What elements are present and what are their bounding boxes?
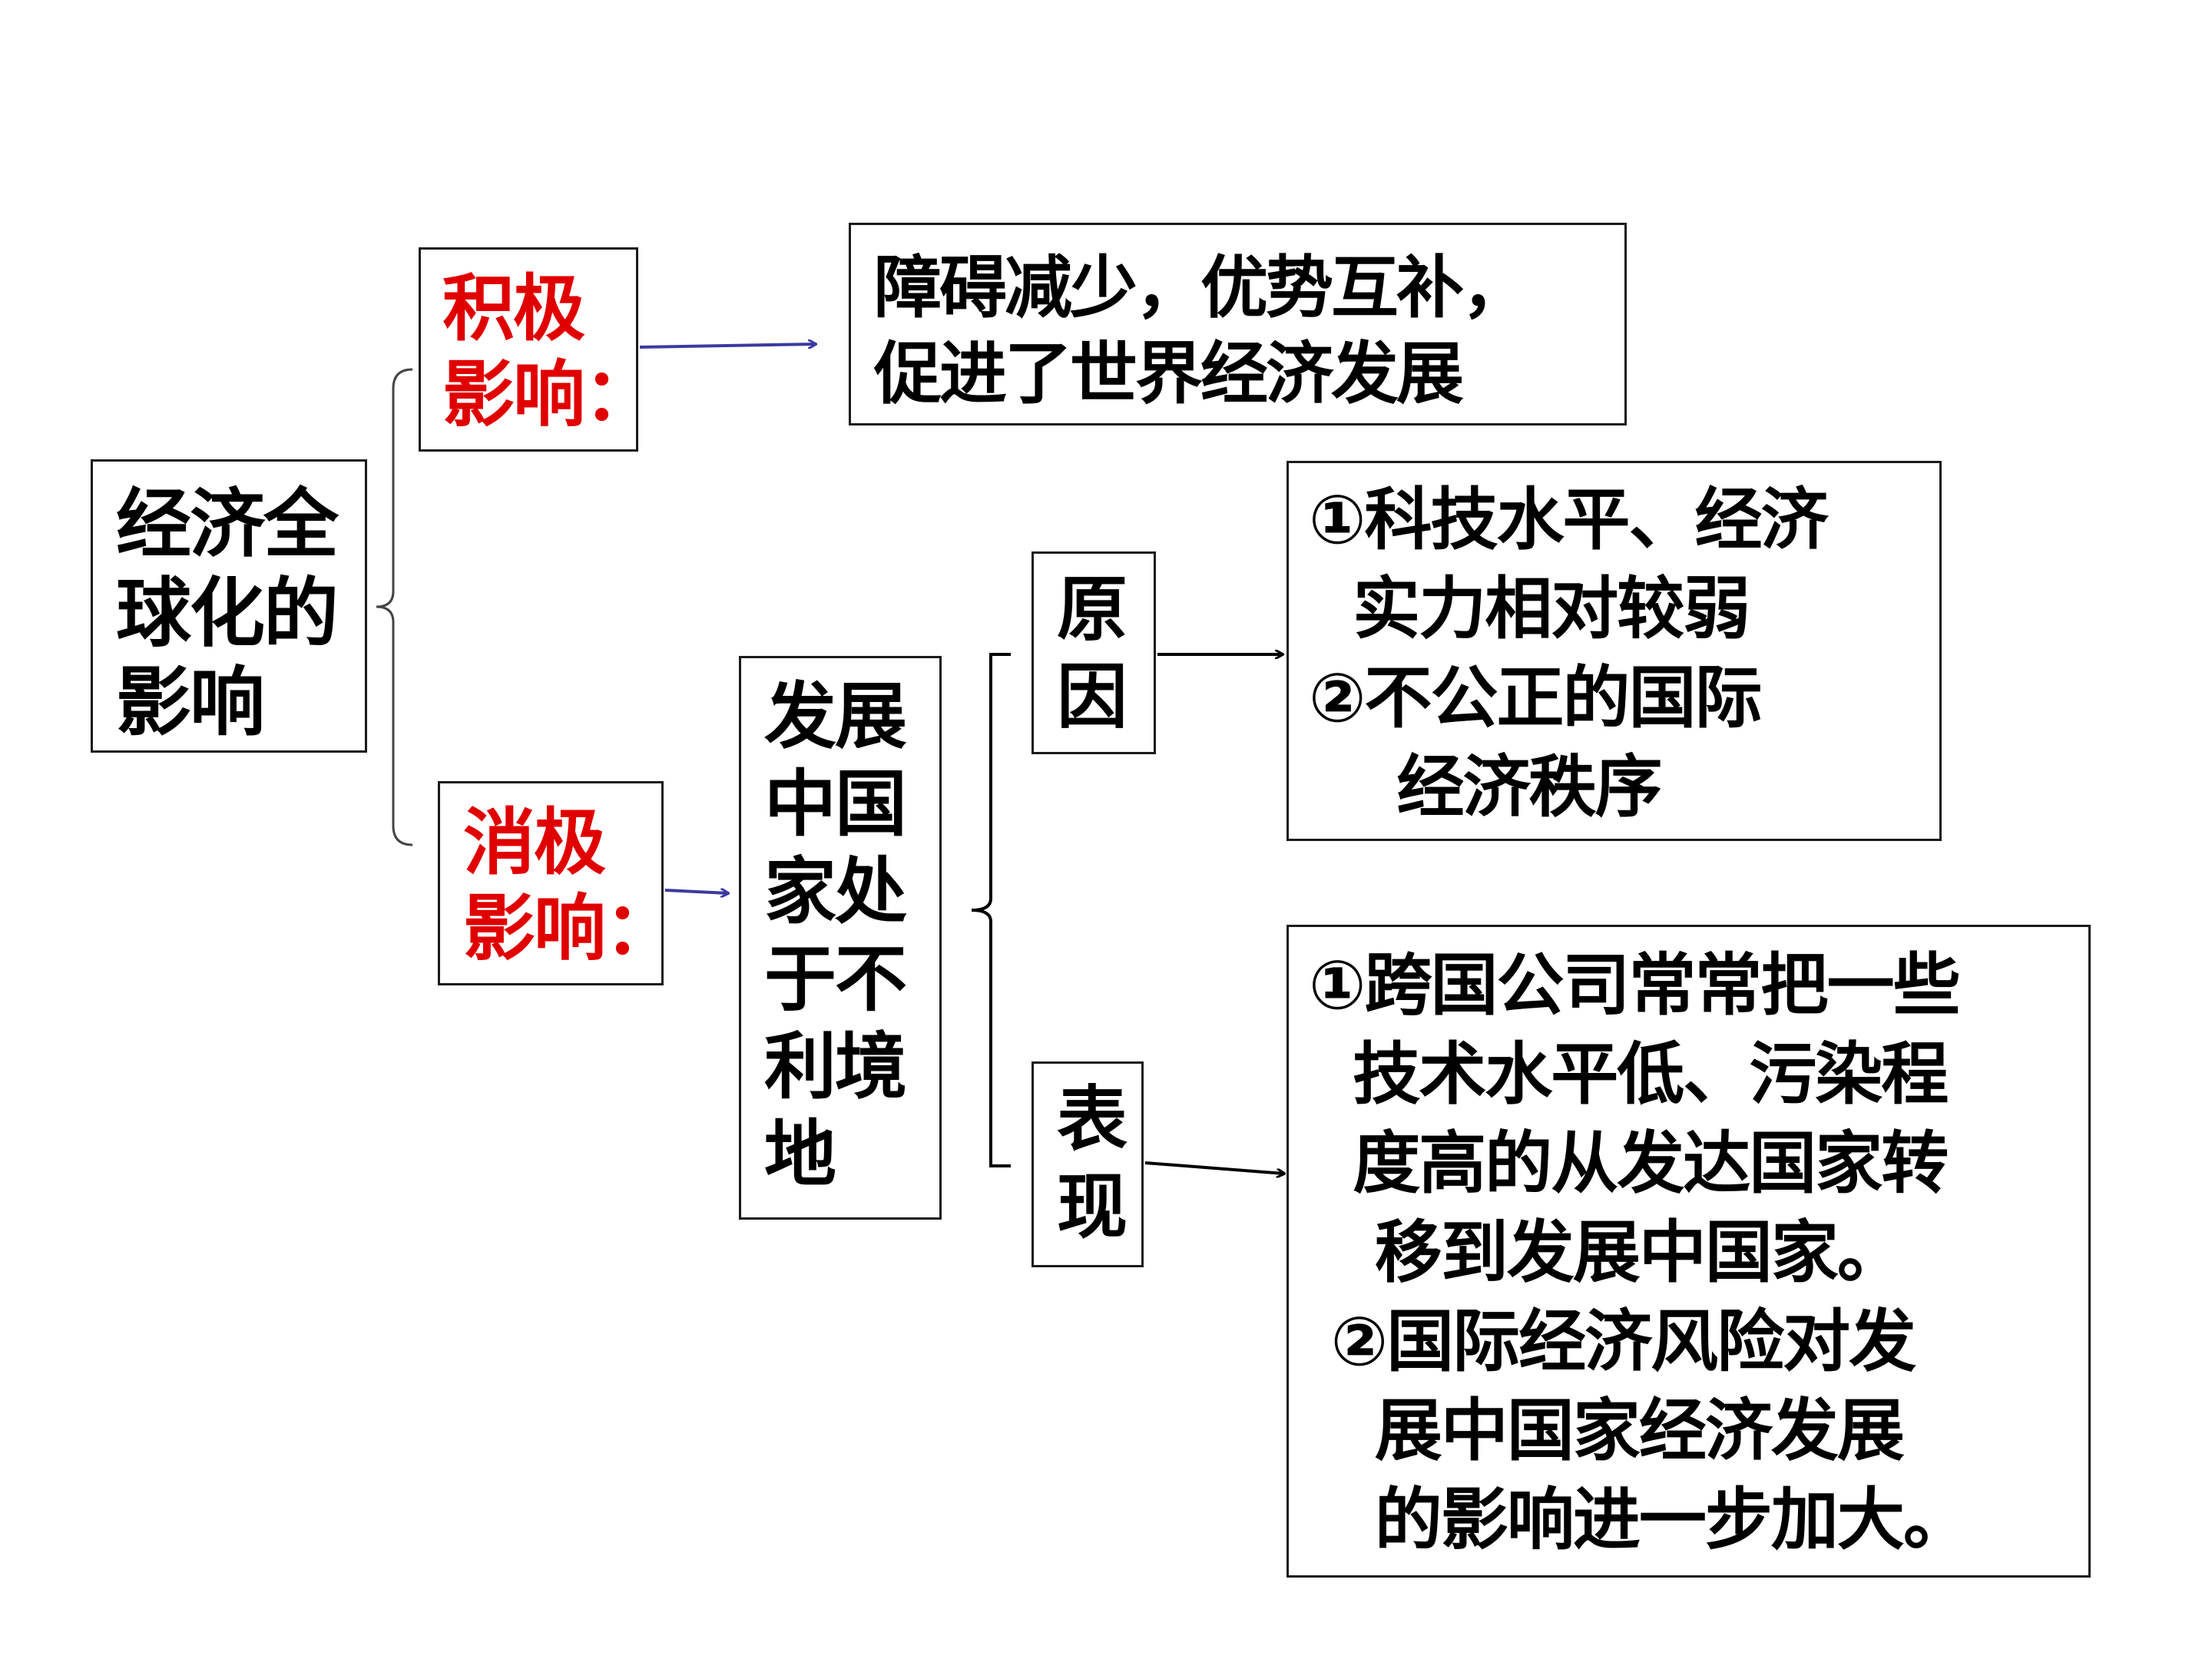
manifestation-detail-line: 度高的从发达国家转 xyxy=(1309,1124,1949,1203)
positive-impact-box: 积极 影响： xyxy=(419,247,656,452)
manifestation-detail-line: ②国际经济风险对发 xyxy=(1309,1302,1917,1381)
manifestation-label-line: 表 xyxy=(1057,1078,1128,1161)
predicament-line: 中国 xyxy=(764,763,907,846)
manifestation-detail-box: ①跨国公司常常把一些 技术水平低、污染程 度高的从发达国家转 移到发展中国家。 … xyxy=(1286,925,2091,1578)
cause-detail-line: ①科技水平、经济 xyxy=(1309,480,1829,559)
predicament-line: 发展 xyxy=(764,675,907,759)
manifestation-detail-line: 技术水平低、污染程 xyxy=(1309,1035,1949,1114)
root-node-box: 经济全 球化的 影响 xyxy=(91,459,367,753)
predicament-line: 地 xyxy=(764,1113,836,1197)
positive-line: 影响： xyxy=(442,353,656,437)
predicament-box: 发展 中国 家处 于不 利境 地 xyxy=(739,656,942,1220)
cause-label-line: 原 xyxy=(1057,568,1128,651)
root-line: 球化的 xyxy=(116,570,339,657)
predicament-line: 利境 xyxy=(764,1025,907,1109)
root-line: 影响 xyxy=(116,659,265,747)
manifestation-arrow xyxy=(1144,1161,1284,1174)
manifestation-label-box: 表 现 xyxy=(1031,1061,1144,1267)
cause-detail-line: 实力相对较弱 xyxy=(1309,569,1750,648)
root-line: 经济全 xyxy=(116,481,339,568)
negative-line: 消极 xyxy=(463,801,606,885)
manifestation-detail-line: ①跨国公司常常把一些 xyxy=(1309,945,1961,1025)
cause-detail-line: ②不公正的国际 xyxy=(1309,658,1763,737)
predicament-line: 家处 xyxy=(764,850,907,934)
positive-arrow xyxy=(639,344,816,347)
manifestation-detail-line: 移到发展中国家。 xyxy=(1309,1213,1905,1292)
manifestation-detail-line: 展中国家经济发展 xyxy=(1309,1391,1905,1470)
negative-arrow xyxy=(664,890,728,893)
negative-line: 影响： xyxy=(463,887,677,971)
predicament-bracket xyxy=(971,653,1011,1167)
cause-label-box: 原 因 xyxy=(1031,551,1156,754)
manifestation-detail-line: 的影响进一步加大。 xyxy=(1309,1480,1971,1559)
negative-impact-box: 消极 影响： xyxy=(438,781,677,985)
cause-detail-line: 经济秩序 xyxy=(1309,747,1663,826)
positive-effect-box: 障碍减少，优势互补， 促进了世界经济发展 xyxy=(849,223,1627,426)
predicament-line: 于不 xyxy=(764,938,907,1022)
manifestation-label-line: 现 xyxy=(1057,1166,1128,1248)
positive-effect-line: 障碍减少，优势互补， xyxy=(874,248,1529,327)
cause-detail-box: ①科技水平、经济 实力相对较弱 ②不公正的国际 经济秩序 xyxy=(1286,461,1942,841)
positive-effect-line: 促进了世界经济发展 xyxy=(874,334,1464,413)
root-bracket xyxy=(376,368,413,846)
cause-label-line: 因 xyxy=(1057,656,1128,738)
positive-line: 积极 xyxy=(442,267,585,351)
